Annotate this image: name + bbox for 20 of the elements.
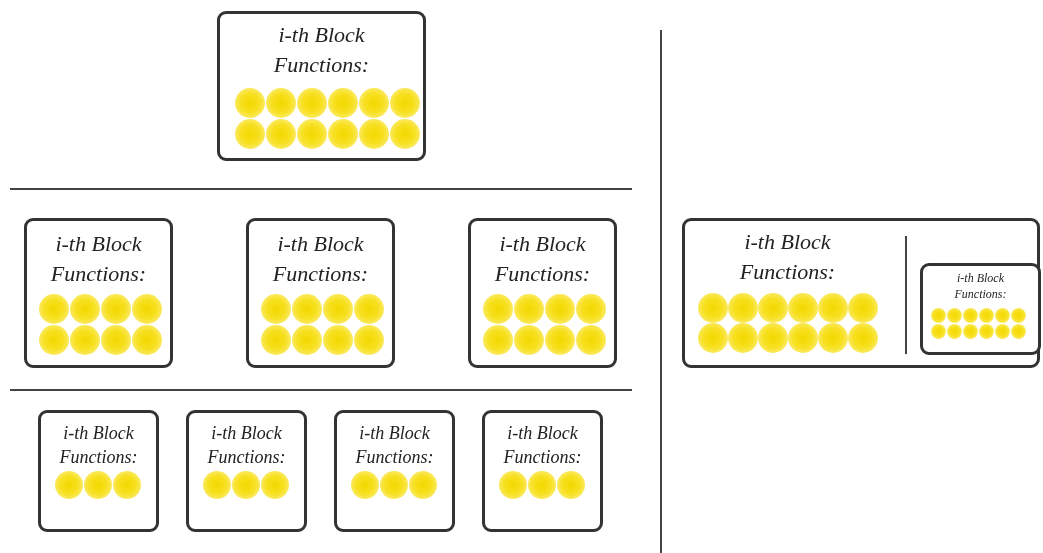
block-card [920,263,1041,355]
block-card [682,218,1040,368]
block-title: i-th Block Functions: [272,21,371,79]
block-title: i-th Block Functions: [49,230,148,288]
block-title: i-th Block Functions: [271,230,370,288]
block-title: i-th Block Functions: [58,422,139,470]
block-card [186,410,307,532]
block-card [482,410,603,532]
block-title: i-th Block Functions: [493,230,592,288]
block-title: i-th Block Functions: [206,422,287,470]
block-card [217,11,426,161]
block-title: i-th Block Functions: [738,228,837,286]
block-title: i-th Block Functions: [354,422,435,470]
block-title: i-th Block Functions: [953,270,1008,303]
block-card [246,218,395,368]
block-card [334,410,455,532]
block-card [468,218,617,368]
block-card [24,218,173,368]
block-title: i-th Block Functions: [502,422,583,470]
block-card [38,410,159,532]
